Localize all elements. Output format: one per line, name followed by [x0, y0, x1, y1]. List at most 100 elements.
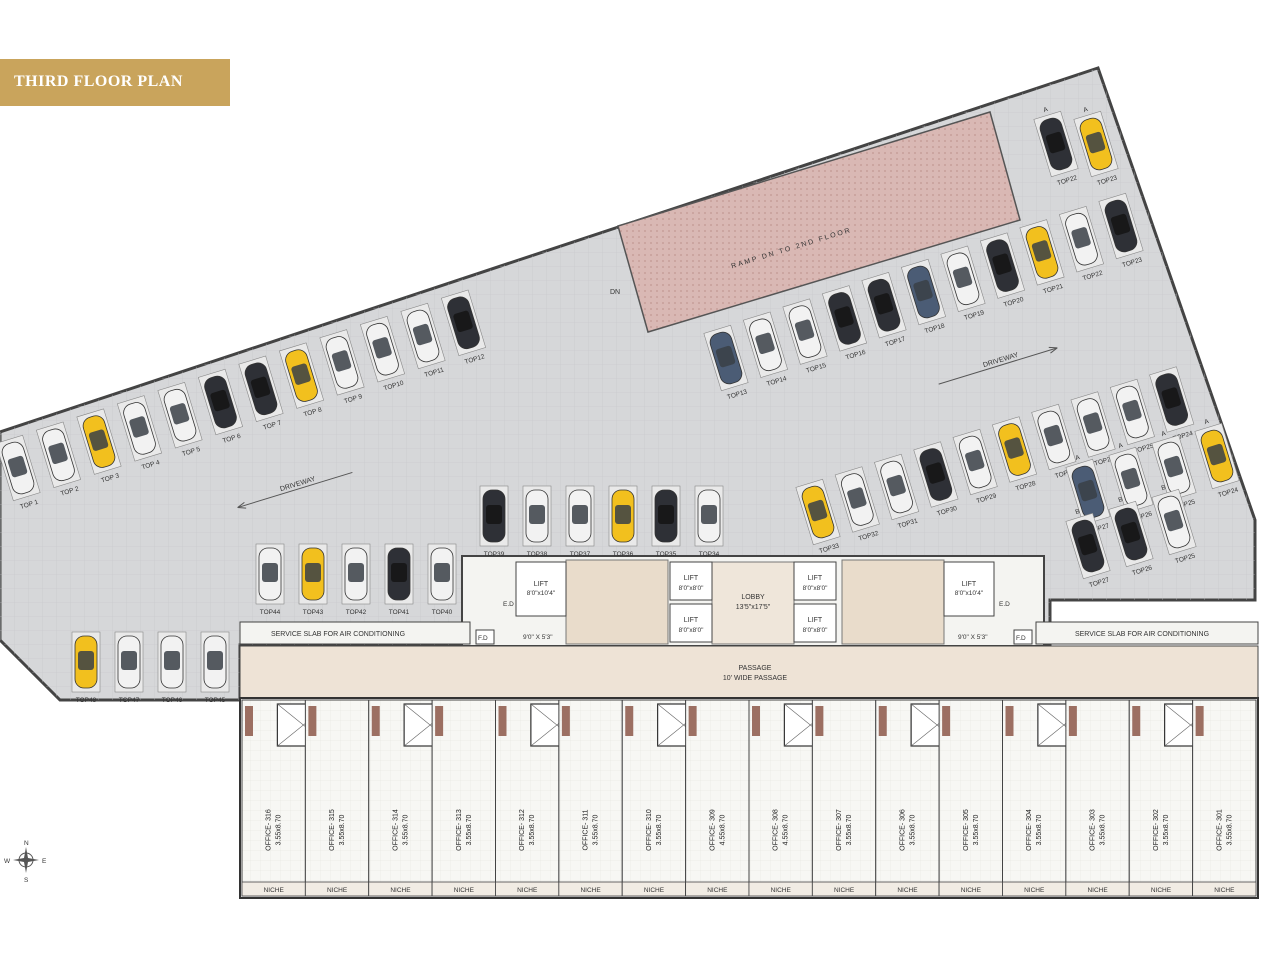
- niche-label: NICHE: [771, 887, 792, 894]
- lobby-area: [711, 561, 795, 645]
- parked-car: TOP 2: [35, 421, 82, 498]
- niche-label: NICHE: [454, 887, 475, 894]
- niche-label: NICHE: [961, 887, 982, 894]
- parking-slot-label: TOP36: [613, 551, 634, 558]
- niche-label: NICHE: [897, 887, 918, 894]
- office-size: 3.55x8.70: [1100, 815, 1107, 846]
- lobby-label: LOBBY: [741, 594, 765, 601]
- compass-n: N: [24, 840, 29, 847]
- office-name: OFFICE- 304: [1026, 809, 1033, 851]
- parked-car: TOP 6: [197, 368, 244, 445]
- parked-car: TOP48: [71, 631, 101, 704]
- duct-left: 9'0" X 5'3": [523, 634, 553, 641]
- ed-left: E.D: [503, 601, 514, 608]
- parked-car: TOP35: [651, 485, 681, 558]
- niche-label: NICHE: [644, 887, 665, 894]
- parked-car: TOP21: [1019, 219, 1065, 296]
- lift-size: 8'0"x8'0": [803, 585, 828, 592]
- office-size: 3.55x8.70: [656, 815, 663, 846]
- parked-car: TOP 1: [0, 434, 41, 511]
- niche-label: NICHE: [580, 887, 601, 894]
- office-name: OFFICE- 311: [583, 809, 590, 850]
- parked-car: TOP 4: [116, 395, 163, 471]
- office-size: 3.55x8.70: [466, 815, 473, 846]
- duct-right: 9'0" X 5'3": [958, 634, 988, 641]
- service-slab-right-label: SERVICE SLAB FOR AIR CONDITIONING: [1075, 631, 1209, 638]
- lift-label: LIFT: [962, 581, 977, 588]
- parking-slot-sub-label: B: [1075, 508, 1081, 516]
- lift-label: LIFT: [684, 575, 699, 582]
- parked-car: TOP17: [861, 272, 907, 348]
- parking-slot-sub-label: A: [1204, 418, 1211, 426]
- niche-label: NICHE: [327, 887, 348, 894]
- office-size: 3.55x8.70: [846, 815, 853, 846]
- parked-car: TOP37: [565, 485, 595, 558]
- parking-slot-sub-label: A: [1043, 106, 1050, 114]
- parking-slot-label: TOP48: [76, 697, 97, 704]
- office-size: 3.55x8.70: [339, 815, 346, 846]
- ramp-down: [617, 111, 1021, 333]
- office-name: OFFICE- 308: [773, 809, 780, 851]
- lift-label: LIFT: [808, 617, 823, 624]
- niche-label: NICHE: [264, 887, 285, 894]
- parking-slot-label: TOP46: [162, 697, 183, 704]
- passage-label: PASSAGE: [739, 665, 772, 672]
- parking-slot-sub-label: B: [1161, 484, 1167, 492]
- parked-car: TOP31: [874, 453, 920, 530]
- lift-label: LIFT: [534, 581, 549, 588]
- parking-slot-label: TOP34: [699, 551, 720, 558]
- office-name: OFFICE- 316: [266, 809, 273, 851]
- office-name: OFFICE- 305: [963, 809, 970, 851]
- niche-label: NICHE: [707, 887, 728, 894]
- stair-right: [841, 559, 945, 645]
- compass-e: E: [42, 858, 47, 865]
- passage-note: 10' WIDE PASSAGE: [723, 675, 788, 682]
- fd-right: F.D: [1016, 635, 1026, 642]
- office-name: OFFICE- 309: [709, 809, 716, 851]
- parked-car: TOP 7: [238, 355, 284, 432]
- fd-right-box: [1013, 629, 1033, 645]
- compass-s: S: [24, 877, 29, 884]
- office-size: 3.55x8.70: [402, 815, 409, 846]
- parking-slot-sub-label: A: [1161, 430, 1168, 438]
- parked-car: TOP43: [298, 543, 328, 616]
- parked-car: TOP41: [384, 543, 414, 616]
- compass-w: W: [4, 858, 11, 865]
- office-name: OFFICE- 306: [899, 809, 906, 851]
- service-slab-left-label: SERVICE SLAB FOR AIR CONDITIONING: [271, 631, 405, 638]
- niche-label: NICHE: [1151, 887, 1172, 894]
- office-size: 3.55x8.70: [593, 815, 600, 846]
- lift-label: LIFT: [684, 617, 699, 624]
- niche-label: NICHE: [834, 887, 855, 894]
- ed-right: E.D: [999, 601, 1010, 608]
- parked-car: TOP 9: [319, 329, 365, 405]
- office-size: 3.55x8.70: [973, 815, 980, 846]
- lift-left-big: LIFT 8'0"x10'4": [515, 561, 567, 617]
- passage: [239, 645, 1259, 699]
- parking-slot-label: TOP43: [303, 609, 324, 616]
- parked-car: TOP46: [157, 631, 187, 704]
- lift-right-big: LIFT 8'0"x10'4": [943, 561, 995, 617]
- office-size: 3.55x8.70: [1226, 815, 1233, 846]
- office-size: 3.55x8.70: [1163, 815, 1170, 846]
- office-size: 3.55x8.70: [276, 815, 283, 846]
- parked-car: TOP47: [114, 631, 144, 704]
- parked-car: TOP39: [479, 485, 509, 558]
- parking-slot-label: TOP38: [527, 551, 548, 558]
- lift-size: 8'0"x8'0": [803, 627, 828, 634]
- office-name: OFFICE- 301: [1216, 809, 1223, 851]
- office-name: OFFICE- 313: [456, 809, 463, 851]
- service-slab-right: [1035, 621, 1259, 645]
- parking-slot-sub-label: B: [1118, 496, 1124, 504]
- lift-center-1: LIFT 8'0"x8'0": [669, 561, 713, 601]
